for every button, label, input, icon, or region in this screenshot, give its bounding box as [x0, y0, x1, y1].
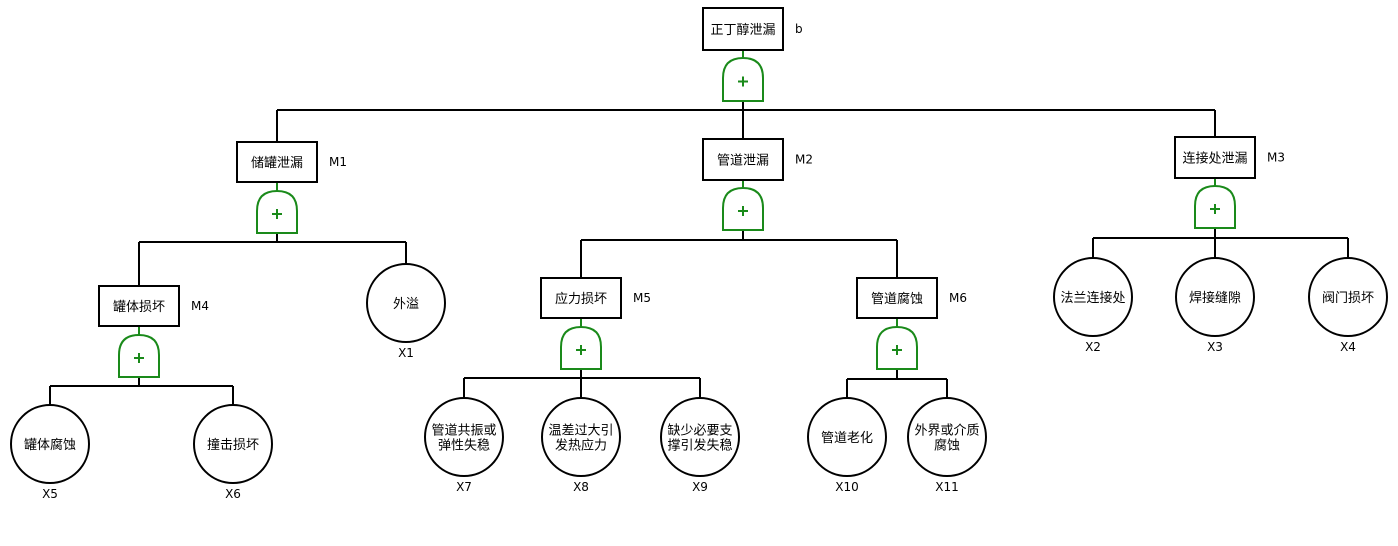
- event-code: b: [795, 22, 803, 36]
- event-box: [540, 277, 622, 319]
- gates: [118, 56, 1236, 378]
- basic-event-label: 管道老化: [821, 431, 873, 446]
- basic-event-code: X7: [456, 480, 472, 494]
- basic-event-code: X8: [573, 480, 589, 494]
- event-m3[interactable]: 连接处泄漏 M3: [1174, 136, 1285, 179]
- event-code: M5: [633, 291, 651, 305]
- basic-event-circle: [807, 397, 887, 477]
- event-m4[interactable]: 罐体损坏 M4: [98, 285, 209, 327]
- event-code: M1: [329, 155, 347, 169]
- basic-event-label: 缺少必要支: [667, 424, 732, 439]
- basic-event-label: 外界或介质: [914, 424, 979, 439]
- event-code: M6: [949, 291, 967, 305]
- basic-event-label: 管道共振或: [431, 424, 496, 439]
- basic-event-x1[interactable]: 外溢 X1: [366, 263, 446, 360]
- event-m5[interactable]: 应力损坏 M5: [540, 277, 651, 319]
- or-gate-icon: [560, 325, 602, 370]
- event-b[interactable]: 正丁醇泄漏 b: [702, 7, 803, 51]
- event-label: 管道泄漏: [717, 153, 769, 169]
- event-box: [702, 7, 784, 51]
- event-m2[interactable]: 管道泄漏 M2: [702, 138, 813, 181]
- basic-event-code: X1: [398, 346, 414, 360]
- basic-event-x4[interactable]: 阀门损坏 X4: [1308, 257, 1388, 354]
- basic-event-circle: [1175, 257, 1255, 337]
- basic-event-label: 阀门损坏: [1322, 291, 1374, 306]
- event-label: 应力损坏: [555, 291, 607, 307]
- basic-event-label: 罐体腐蚀: [24, 438, 76, 453]
- basic-event-code: X6: [225, 487, 241, 501]
- basic-event-code: X5: [42, 487, 58, 501]
- basic-event-x6[interactable]: 撞击损坏 X6: [193, 404, 273, 501]
- basic-event-label: 发热应力: [555, 438, 607, 454]
- basic-event-code: X4: [1340, 340, 1356, 354]
- basic-event-circle: [907, 397, 987, 477]
- event-code: M2: [795, 153, 813, 167]
- event-box: [702, 138, 784, 181]
- basic-event-label: 外溢: [393, 297, 419, 312]
- or-gate-icon: [876, 325, 918, 370]
- basic-event-x2[interactable]: 法兰连接处 X2: [1053, 257, 1133, 354]
- basic-event-x10[interactable]: 管道老化 X10: [807, 397, 887, 494]
- or-gate-icon: [722, 186, 764, 231]
- event-m1[interactable]: 储罐泄漏 M1: [236, 141, 347, 183]
- basic-event-label: 撞击损坏: [207, 438, 259, 453]
- basic-event-circle: [193, 404, 273, 484]
- connectors: [49, 50, 1349, 405]
- event-box: [1174, 136, 1256, 179]
- basic-event-label: 腐蚀: [934, 439, 960, 454]
- basic-event-circle: [1053, 257, 1133, 337]
- or-gate-icon: [1194, 184, 1236, 229]
- basic-event-x5[interactable]: 罐体腐蚀 X5: [10, 404, 90, 501]
- event-label: 储罐泄漏: [251, 155, 303, 171]
- basic-event-circle: [424, 397, 504, 477]
- event-code: M3: [1267, 151, 1285, 165]
- basic-event-label: 撑引发失稳: [667, 438, 732, 454]
- event-box: [856, 277, 938, 319]
- basic-event-code: X9: [692, 480, 708, 494]
- basic-event-circle: [1308, 257, 1388, 337]
- basic-event-label: 弹性失稳: [438, 438, 490, 454]
- nodes: 正丁醇泄漏 b 储罐泄漏 M1 管道泄漏 M2 连接处泄漏 M3 罐体损坏 M4 应力损坏 M5 管道腐…: [10, 7, 1388, 501]
- event-label: 正丁醇泄漏: [710, 22, 775, 38]
- event-box: [236, 141, 318, 183]
- event-box: [98, 285, 180, 327]
- basic-event-circle: [541, 397, 621, 477]
- basic-event-circle: [660, 397, 740, 477]
- basic-event-code: X11: [935, 480, 959, 494]
- or-gate-icon: [722, 56, 764, 102]
- event-label: 连接处泄漏: [1182, 151, 1247, 167]
- basic-event-code: X2: [1085, 340, 1101, 354]
- or-gate-icon: [256, 189, 298, 234]
- basic-event-code: X10: [835, 480, 859, 494]
- basic-event-label: 法兰连接处: [1060, 290, 1125, 306]
- basic-event-circle: [366, 263, 446, 343]
- or-gate-icon: [118, 333, 160, 378]
- event-label: 罐体损坏: [113, 300, 165, 315]
- basic-event-label: 焊接缝隙: [1189, 290, 1241, 306]
- event-code: M4: [191, 299, 209, 313]
- basic-event-x3[interactable]: 焊接缝隙 X3: [1175, 257, 1255, 354]
- event-m6[interactable]: 管道腐蚀 M6: [856, 277, 967, 319]
- basic-event-label: 温差过大引: [548, 424, 613, 439]
- basic-event-circle: [10, 404, 90, 484]
- event-label: 管道腐蚀: [871, 292, 923, 307]
- basic-event-code: X3: [1207, 340, 1223, 354]
